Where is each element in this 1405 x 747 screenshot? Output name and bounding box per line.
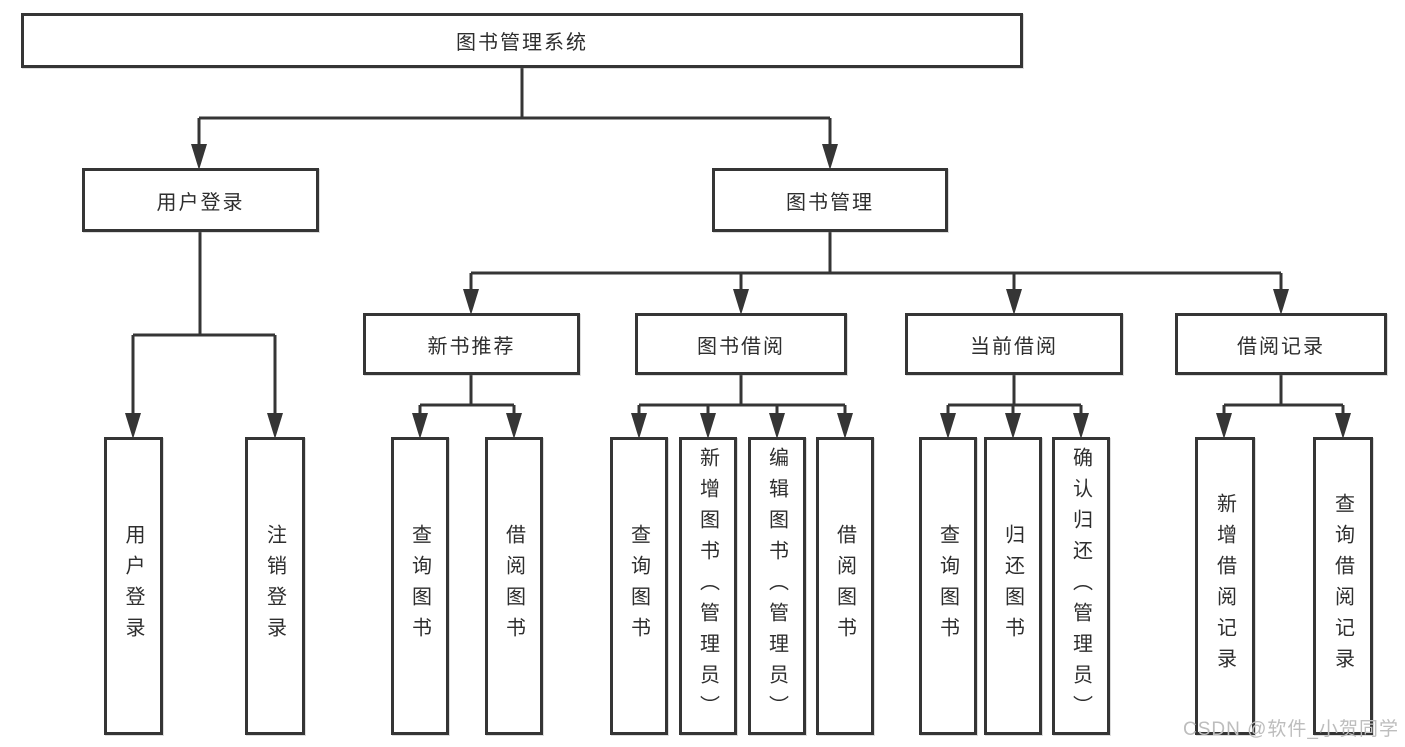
connector-line xyxy=(197,68,832,152)
leaf-borrow-book-recommend: 借阅图书 xyxy=(485,437,543,735)
arrow-down-icon xyxy=(769,413,785,439)
node-user-login: 用户登录 xyxy=(82,168,319,232)
arrow-down-icon xyxy=(837,413,853,439)
node-borrow-records-label: 借阅记录 xyxy=(1237,335,1325,358)
csdn-watermark: CSDN @软件_小贺同学 xyxy=(1183,719,1399,740)
leaf-return-book-label: 归还图书 xyxy=(1001,524,1024,648)
connector-line xyxy=(418,375,516,421)
arrow-down-icon xyxy=(733,289,749,315)
leaf-edit-book-admin-label: 编辑图书（管理员） xyxy=(765,446,788,726)
node-book-borrow: 图书借阅 xyxy=(635,313,847,375)
leaf-user-login: 用户登录 xyxy=(104,437,163,735)
leaf-query-borrow-record: 查询借阅记录 xyxy=(1313,437,1373,735)
arrow-down-icon xyxy=(1216,413,1232,439)
leaf-logout: 注销登录 xyxy=(245,437,305,735)
arrow-down-icon xyxy=(267,413,283,439)
node-root: 图书管理系统 xyxy=(21,13,1023,68)
leaf-edit-book-admin: 编辑图书（管理员） xyxy=(748,437,806,735)
arrow-down-icon xyxy=(1005,413,1021,439)
leaf-confirm-return-admin: 确认归还（管理员） xyxy=(1052,437,1110,735)
leaf-query-book-borrow: 查询图书 xyxy=(610,437,668,735)
arrow-down-icon xyxy=(1006,289,1022,315)
node-user-login-label: 用户登录 xyxy=(156,191,245,214)
leaf-query-book-borrow-label: 查询图书 xyxy=(627,524,650,648)
node-borrow-records: 借阅记录 xyxy=(1175,313,1387,375)
arrow-down-icon xyxy=(940,413,956,439)
node-book-management: 图书管理 xyxy=(712,168,948,232)
arrow-down-icon xyxy=(631,413,647,439)
connector-line xyxy=(469,232,1283,297)
node-book-management-label: 图书管理 xyxy=(786,191,874,214)
leaf-borrow-book: 借阅图书 xyxy=(816,437,874,735)
arrow-down-icon xyxy=(191,144,207,170)
leaf-borrow-book-label: 借阅图书 xyxy=(833,524,856,648)
leaf-borrow-book-recommend-label: 借阅图书 xyxy=(502,524,525,648)
arrow-down-icon xyxy=(463,289,479,315)
leaf-add-book-admin: 新增图书（管理员） xyxy=(679,437,737,735)
arrow-down-icon xyxy=(822,144,838,170)
leaf-query-book-current: 查询图书 xyxy=(919,437,977,735)
leaf-query-borrow-record-label: 查询借阅记录 xyxy=(1331,493,1354,679)
leaf-add-borrow-record-label: 新增借阅记录 xyxy=(1213,493,1236,679)
leaf-add-book-admin-label: 新增图书（管理员） xyxy=(696,446,719,726)
leaf-query-book-recommend: 查询图书 xyxy=(391,437,449,735)
node-current-borrow: 当前借阅 xyxy=(905,313,1123,375)
leaf-add-borrow-record: 新增借阅记录 xyxy=(1195,437,1255,735)
leaf-logout-label: 注销登录 xyxy=(263,524,286,648)
leaf-return-book: 归还图书 xyxy=(984,437,1042,735)
leaf-query-book-recommend-label: 查询图书 xyxy=(408,524,431,648)
connector-line xyxy=(1222,375,1345,421)
leaf-query-book-current-label: 查询图书 xyxy=(936,524,959,648)
connector-line xyxy=(131,232,277,421)
node-new-book-recommend: 新书推荐 xyxy=(363,313,580,375)
arrow-down-icon xyxy=(700,413,716,439)
leaf-confirm-return-admin-label: 确认归还（管理员） xyxy=(1069,446,1092,726)
arrow-down-icon xyxy=(506,413,522,439)
arrow-down-icon xyxy=(1273,289,1289,315)
leaf-user-login-label: 用户登录 xyxy=(122,524,144,648)
node-book-borrow-label: 图书借阅 xyxy=(697,335,785,358)
connector-line xyxy=(637,375,847,421)
node-current-borrow-label: 当前借阅 xyxy=(970,335,1058,358)
node-new-book-recommend-label: 新书推荐 xyxy=(427,335,516,358)
arrow-down-icon xyxy=(412,413,428,439)
node-root-label: 图书管理系统 xyxy=(456,32,588,54)
arrow-down-icon xyxy=(125,413,141,439)
arrow-down-icon xyxy=(1335,413,1351,439)
arrow-down-icon xyxy=(1073,413,1089,439)
